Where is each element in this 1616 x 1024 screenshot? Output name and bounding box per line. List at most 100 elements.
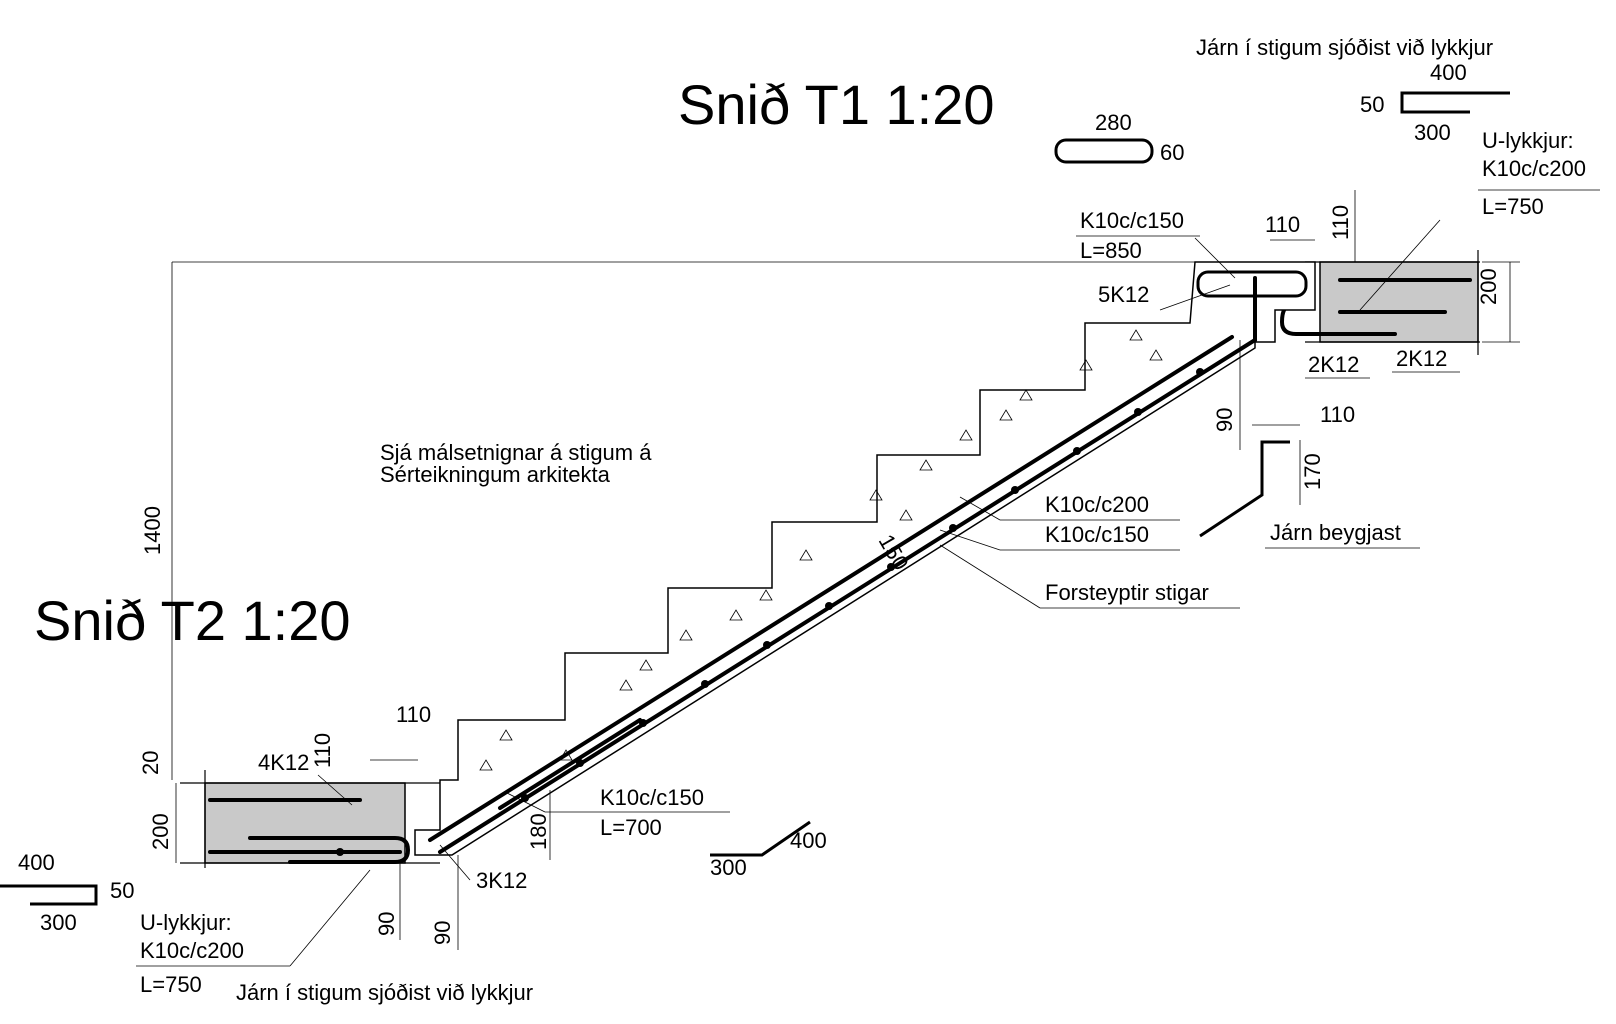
stirrup-shape: 280 60 bbox=[1054, 110, 1184, 165]
bottom-left-bar-shape: 400 50 300 bbox=[0, 850, 134, 935]
title-section-t1: Snið T1 1:20 bbox=[678, 73, 995, 136]
dim-50-top: 50 bbox=[1360, 92, 1384, 117]
u-loop-title-bottom: U-lykkjur: bbox=[140, 910, 232, 935]
bar-shape-bottom bbox=[0, 884, 98, 906]
aggregate-mark bbox=[799, 549, 813, 561]
bar-dot bbox=[825, 602, 833, 610]
dim-170-bend: 170 bbox=[1300, 453, 1325, 490]
bend-detail: 110 170 Járn beygjast bbox=[1199, 402, 1420, 549]
main-bar-inner bbox=[428, 335, 1234, 842]
bar-shape-top bbox=[1400, 91, 1510, 114]
upper-stirrup bbox=[1196, 270, 1308, 298]
label-k10c-c200: K10c/c200 bbox=[1045, 492, 1149, 517]
label-forsteyptir-stigar: Forsteyptir stigar bbox=[1045, 580, 1209, 605]
lower-anchor-bar bbox=[498, 718, 642, 810]
u-loop-len-bottom: L=750 bbox=[140, 972, 202, 997]
label-5k12: 5K12 bbox=[1098, 282, 1149, 307]
aggregate-mark bbox=[639, 659, 653, 671]
k10-200-leader bbox=[959, 496, 1001, 521]
k10-150-upper-leader bbox=[1194, 237, 1236, 279]
aggregate-mark bbox=[919, 459, 933, 471]
dim-110-bend: 110 bbox=[1320, 402, 1355, 427]
dim-60: 60 bbox=[1160, 140, 1184, 165]
aggregate-mark bbox=[1079, 359, 1093, 371]
dim-110-lower-h: 110 bbox=[396, 702, 431, 727]
aggregate-mark bbox=[959, 429, 973, 441]
u-loop-spec-bottom: K10c/c200 bbox=[140, 938, 244, 963]
dim-400-bottom: 400 bbox=[18, 850, 55, 875]
bar-dot bbox=[1196, 368, 1204, 376]
aggregate-mark bbox=[1129, 329, 1143, 341]
dim-180-lower: 180 bbox=[526, 813, 551, 850]
k10-150-lower-leader bbox=[504, 791, 546, 813]
u-loop-bottom-leader bbox=[289, 869, 371, 967]
dim-400-top: 400 bbox=[1430, 60, 1467, 85]
bar-dot bbox=[1011, 486, 1019, 494]
dim-90-lower-a: 90 bbox=[374, 912, 399, 936]
label-k10c-c150-lower: K10c/c150 bbox=[600, 785, 704, 810]
bar-dot bbox=[701, 680, 709, 688]
aggregate-mark bbox=[1019, 389, 1033, 401]
bar-dot bbox=[336, 848, 344, 856]
slope-bar-dots bbox=[521, 368, 1204, 802]
dim-200-upper: 200 bbox=[1476, 268, 1501, 305]
dim-200-lower: 200 bbox=[148, 813, 173, 850]
k5-leader bbox=[1159, 284, 1231, 311]
bar-dot bbox=[1134, 408, 1142, 416]
dim-300-mid: 300 bbox=[710, 855, 747, 880]
aggregate-mark bbox=[499, 729, 513, 741]
bar-dot bbox=[1073, 447, 1081, 455]
label-k10c-c150-upper: K10c/c150 bbox=[1080, 208, 1184, 233]
k3-leader bbox=[439, 844, 471, 881]
dim-300-top: 300 bbox=[1414, 120, 1451, 145]
label-2k12-b: 2K12 bbox=[1396, 346, 1447, 371]
aggregate-mark bbox=[679, 629, 693, 641]
bar-shape-mid bbox=[710, 820, 811, 857]
bar-dot bbox=[763, 641, 771, 649]
u-loop-len-top: L=750 bbox=[1482, 194, 1544, 219]
main-bar-bottom bbox=[438, 338, 1257, 854]
label-2k12-a: 2K12 bbox=[1308, 352, 1359, 377]
label-jarn-beygjast: Járn beygjast bbox=[1270, 520, 1401, 545]
label-k10c-c150-mid: K10c/c150 bbox=[1045, 522, 1149, 547]
note-line-2: Sérteikningum arkitekta bbox=[380, 462, 611, 487]
aggregate-mark bbox=[619, 679, 633, 691]
k4-leader bbox=[317, 774, 353, 806]
weld-note-top: Járn í stigum sjóðist við lykkjur bbox=[1196, 35, 1493, 60]
dim-110-lower-v: 110 bbox=[310, 733, 335, 768]
dim-90-upper: 90 bbox=[1212, 408, 1237, 432]
bar-dot bbox=[639, 719, 647, 727]
aggregate-mark bbox=[999, 409, 1013, 421]
weld-note-bottom: Járn í stigum sjóðist við lykkjur bbox=[236, 980, 533, 1005]
bar-dot bbox=[576, 759, 584, 767]
top-right-bar-shape: Járn í stigum sjóðist við lykkjur 400 50… bbox=[1196, 35, 1510, 145]
aggregate-mark bbox=[729, 609, 743, 621]
dim-300-bottom: 300 bbox=[40, 910, 77, 935]
dim-280: 280 bbox=[1095, 110, 1132, 135]
aggregate-mark bbox=[899, 509, 913, 521]
aggregate-mark bbox=[869, 489, 883, 501]
aggregate-mark bbox=[759, 589, 773, 601]
bar-dot bbox=[521, 794, 529, 802]
u-loop-title-top: U-lykkjur: bbox=[1482, 128, 1574, 153]
label-l850: L=850 bbox=[1080, 238, 1142, 263]
forsteyptir-leader bbox=[939, 544, 1041, 609]
u-loop-top-leader bbox=[1359, 219, 1441, 311]
dim-20-lower: 20 bbox=[138, 751, 163, 775]
dim-110-upper-h: 110 bbox=[1265, 212, 1300, 237]
label-l700: L=700 bbox=[600, 815, 662, 840]
lower-u-loop bbox=[248, 836, 410, 864]
aggregate-marks bbox=[479, 329, 1163, 771]
label-4k12: 4K12 bbox=[258, 750, 309, 775]
upper-slab bbox=[1319, 261, 1479, 343]
dim-110-upper-v: 110 bbox=[1328, 205, 1353, 240]
dim-90-lower-b: 90 bbox=[430, 921, 455, 945]
title-section-t2: Snið T2 1:20 bbox=[34, 589, 351, 652]
u-loop-spec-top: K10c/c200 bbox=[1482, 156, 1586, 181]
dim-1400: 1400 bbox=[140, 506, 165, 555]
aggregate-mark bbox=[1149, 349, 1163, 361]
bar-dot bbox=[949, 524, 957, 532]
stirrup-icon bbox=[1054, 138, 1154, 164]
dim-50-bottom: 50 bbox=[110, 878, 134, 903]
